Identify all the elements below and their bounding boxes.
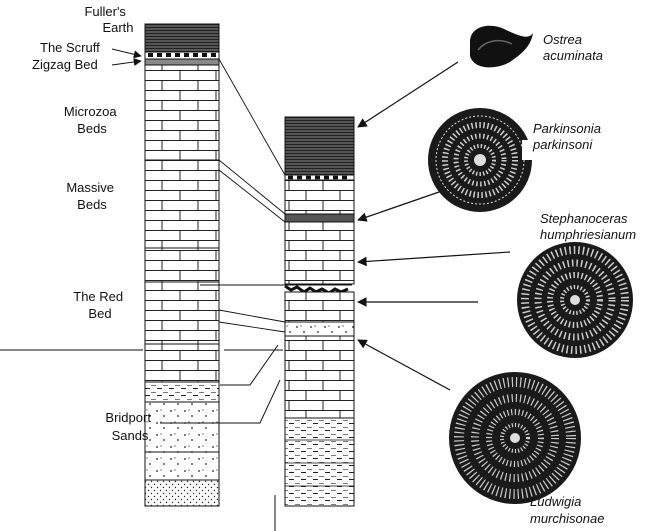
ludwigia-line1: Ludwigia: [530, 494, 581, 509]
stephanoceras-ammonite: [517, 242, 633, 358]
parkinsonia-line2: parkinsoni: [532, 137, 593, 152]
label-red-bed: The Red Bed: [73, 289, 127, 321]
left-column: [145, 24, 219, 506]
red-bed-line1: The Red: [73, 289, 123, 304]
fullers-earth-line1: Fuller's: [84, 4, 126, 19]
ostrea-line2: acuminata: [543, 48, 603, 63]
bridport-line1: Bridport: [105, 410, 151, 425]
stephanoceras-line2: humphriesianum: [540, 227, 636, 242]
parkinsonia-line1: Parkinsonia: [533, 121, 601, 136]
bed-labels: Fuller's Earth The Scruff Zigzag Bed Mic…: [32, 4, 155, 443]
massive-layer: [145, 160, 219, 282]
right-column: [285, 117, 354, 506]
massive-line1: Massive: [66, 180, 114, 195]
fullers-earth-layer: [145, 24, 219, 52]
microzoa-line2: Beds: [77, 121, 107, 136]
fullers-earth-line2: Earth: [102, 20, 133, 35]
label-fullers-earth: Fuller's Earth: [84, 4, 133, 35]
ludwigia-line2: murchisonae: [530, 511, 604, 526]
microzoa-line1: Microzoa: [64, 104, 118, 119]
microzoa-layer: [145, 65, 219, 160]
label-ostrea: Ostrea acuminata: [543, 32, 603, 63]
ostrea-line1: Ostrea: [543, 32, 582, 47]
label-zigzag: Zigzag Bed: [32, 57, 98, 72]
bridport-layer: [145, 402, 219, 452]
label-scruff: The Scruff: [40, 40, 100, 55]
label-parkinsonia: Parkinsonia parkinsoni: [532, 121, 605, 152]
label-stephanoceras: Stephanoceras humphriesianum: [540, 211, 636, 242]
ludwigia-ammonite: [449, 372, 581, 504]
bridport-line2: Sands: [112, 428, 149, 443]
label-microzoa: Microzoa Beds: [64, 104, 120, 136]
red-bed-layer: [145, 282, 219, 344]
ostrea-shell: [470, 26, 533, 68]
parkinsonia-ammonite: [428, 108, 538, 212]
red-bed-line2: Bed: [88, 306, 111, 321]
label-leaders: [0, 49, 283, 531]
label-massive: Massive Beds: [66, 180, 117, 212]
massive-line2: Beds: [77, 197, 107, 212]
stephanoceras-line1: Stephanoceras: [540, 211, 628, 226]
label-ludwigia: Ludwigia murchisonae: [530, 494, 604, 526]
zigzag-layer: [145, 59, 219, 65]
